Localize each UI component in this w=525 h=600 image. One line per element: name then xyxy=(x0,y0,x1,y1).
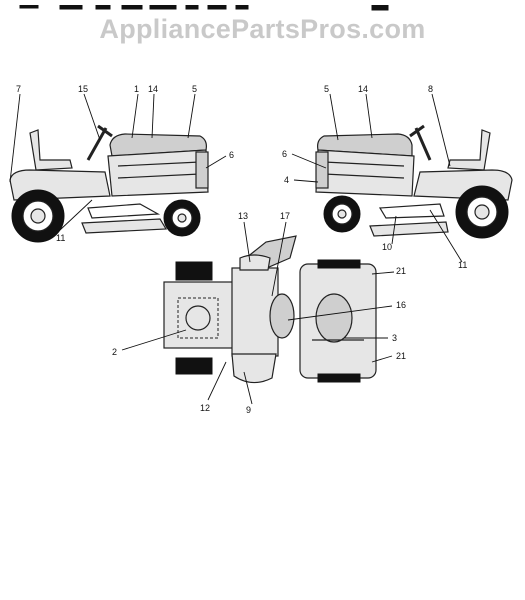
callout-6: 6 xyxy=(229,150,234,160)
callout-13: 13 xyxy=(238,211,248,221)
left-view-leader-lines xyxy=(9,93,227,231)
callout-10: 10 xyxy=(382,242,392,252)
callout-11-right: 11 xyxy=(458,260,467,270)
callout-5-right: 5 xyxy=(324,84,329,94)
callout-17: 17 xyxy=(280,211,290,221)
callout-4: 4 xyxy=(284,175,289,185)
callout-11: 11 xyxy=(56,233,65,243)
callout-6-right: 6 xyxy=(282,149,287,159)
callout-15: 15 xyxy=(78,84,88,94)
cropped-header-strip xyxy=(0,0,525,11)
callout-16: 16 xyxy=(396,300,406,310)
callout-5: 5 xyxy=(192,84,197,94)
callout-1: 1 xyxy=(134,84,139,94)
callout-8: 8 xyxy=(428,84,433,94)
callout-21-upper: 21 xyxy=(396,266,406,276)
tractor-left-side-view xyxy=(9,124,209,243)
right-view-leader-lines xyxy=(291,93,463,263)
callout-2: 2 xyxy=(112,347,117,357)
callout-9: 9 xyxy=(246,405,251,415)
callout-21-lower: 21 xyxy=(396,351,406,361)
tractor-right-side-view xyxy=(315,124,513,239)
callout-14: 14 xyxy=(148,84,158,94)
callout-7: 7 xyxy=(16,84,21,94)
site-watermark: AppliancePartsPros.com xyxy=(99,14,426,44)
tractor-top-view xyxy=(163,235,377,384)
top-view-leader-lines xyxy=(121,221,395,405)
callout-3: 3 xyxy=(392,333,397,343)
callout-14-right: 14 xyxy=(358,84,368,94)
callout-12: 12 xyxy=(200,403,210,413)
